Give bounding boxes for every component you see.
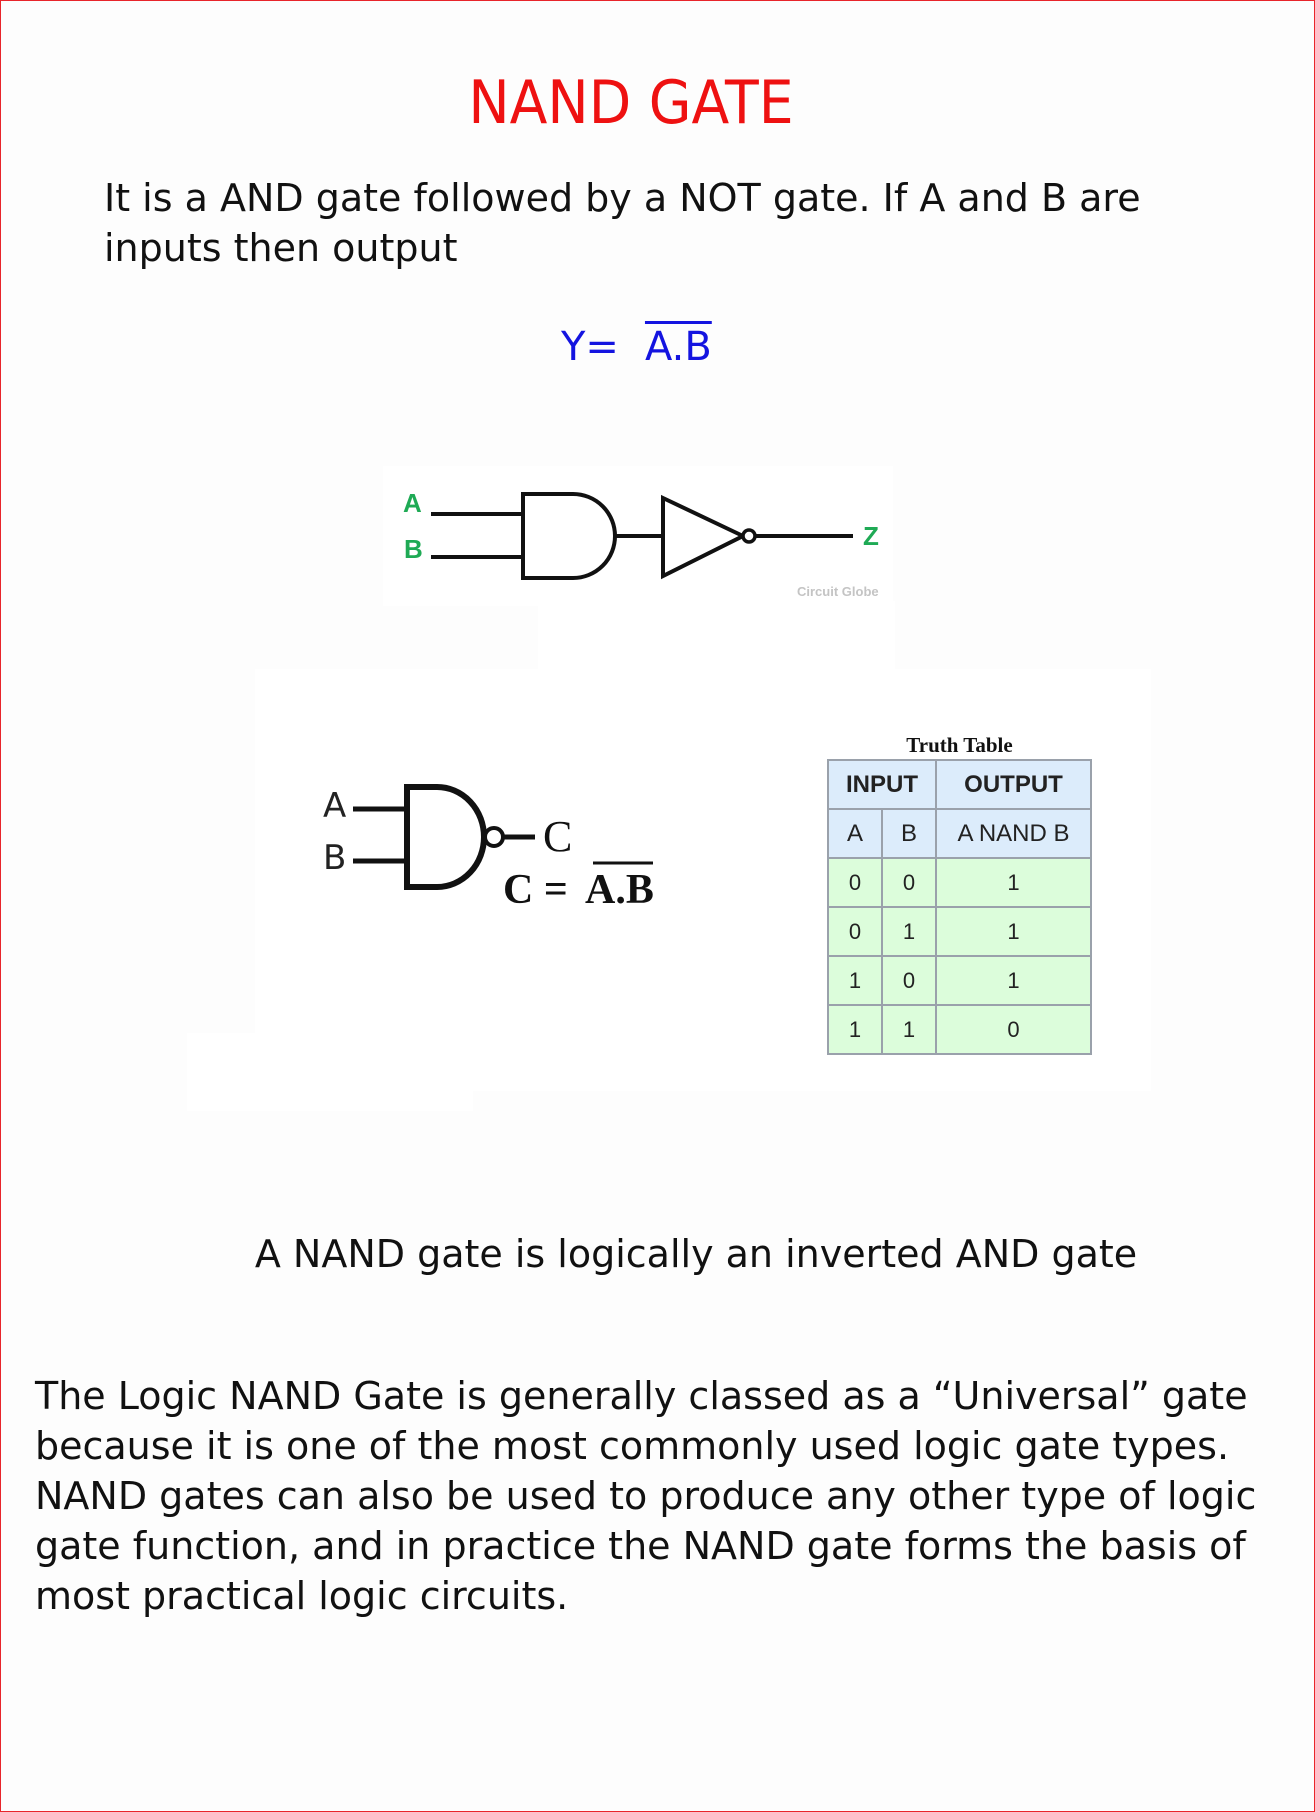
cell-b: 0 [881, 857, 937, 908]
output-formula: Y= A.B [561, 319, 712, 375]
symbol-equation-rhs: A.B [585, 867, 654, 913]
truth-table-grid: INPUT OUTPUT A B A NAND B 0 0 1 0 1 1 1 … [827, 759, 1092, 1055]
inversion-bubble [741, 528, 757, 544]
cell-a: 0 [827, 857, 883, 908]
cell-b: 1 [881, 906, 937, 957]
truth-table-subheader-row: A B A NAND B [827, 808, 1092, 859]
cell-a: 0 [827, 906, 883, 957]
not-gate-symbol [661, 494, 748, 580]
formula-lhs: Y= [561, 324, 619, 370]
table-row: 0 1 1 [827, 906, 1092, 957]
symbol-input-b-label: B [323, 838, 346, 878]
symbol-input-a-label: A [323, 786, 346, 826]
page-title: NAND GATE [468, 68, 794, 138]
diagram-input-a-label: A [403, 488, 422, 518]
cell-a: 1 [827, 955, 883, 1006]
table-row: 1 1 0 [827, 1004, 1092, 1055]
nand-gate-body [404, 784, 487, 890]
cell-output: 1 [935, 906, 1092, 957]
nand-inversion-bubble [483, 826, 505, 848]
inverted-and-caption: A NAND gate is logically an inverted AND… [254, 1232, 1138, 1276]
column-output: A NAND B [935, 808, 1092, 859]
diagram-top-panel-lower [538, 601, 895, 671]
truth-table-header-row: INPUT OUTPUT [827, 759, 1092, 810]
universal-gate-paragraph: The Logic NAND Gate is generally classed… [35, 1374, 1257, 1618]
cell-a: 1 [827, 1004, 883, 1055]
formula-rhs: A.B [644, 324, 712, 370]
diagram-input-b-label: B [404, 534, 423, 564]
watermark: Circuit Globe [797, 584, 879, 599]
column-a: A [827, 808, 883, 859]
diagram-bottom-panel-ext [187, 1033, 473, 1111]
header-output: OUTPUT [935, 759, 1092, 810]
symbol-equation-lhs: C = [503, 867, 568, 913]
truth-table-caption: Truth Table [906, 733, 1013, 757]
cell-output: 1 [935, 955, 1092, 1006]
cell-output: 0 [935, 1004, 1092, 1055]
intro-text: It is a AND gate followed by a NOT gate.… [104, 176, 1141, 270]
symbol-output-label: C [543, 812, 572, 861]
truth-table: Truth Table INPUT OUTPUT A B A NAND B 0 … [827, 731, 1092, 1055]
column-b: B [881, 808, 937, 859]
nand-gate-symbol-diagram: A B C C = A.B [323, 784, 654, 913]
table-row: 0 0 1 [827, 857, 1092, 908]
and-not-gate-diagram: A B Z Circuit Globe [403, 488, 879, 599]
cell-output: 1 [935, 857, 1092, 908]
table-row: 1 0 1 [827, 955, 1092, 1006]
cell-b: 0 [881, 955, 937, 1006]
and-gate-symbol [521, 492, 617, 580]
header-input: INPUT [827, 759, 937, 810]
diagram-output-label: Z [863, 521, 879, 551]
cell-b: 1 [881, 1004, 937, 1055]
